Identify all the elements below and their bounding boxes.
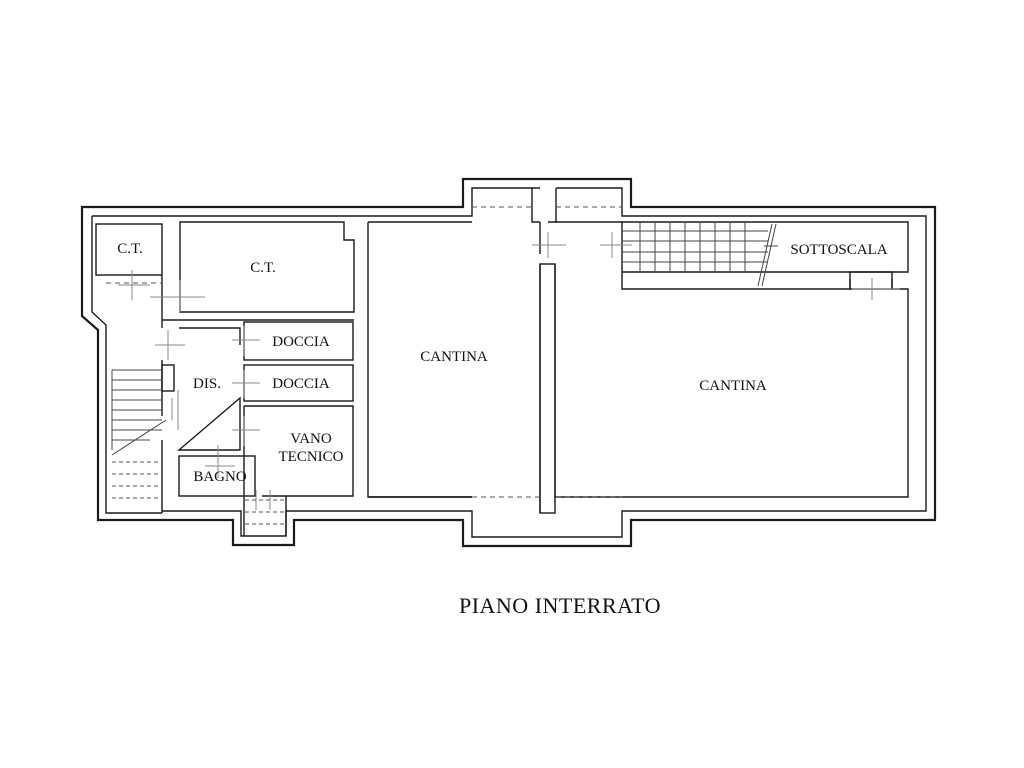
label-dis: DIS.: [193, 376, 221, 392]
label-doccia-2: DOCCIA: [272, 376, 330, 392]
label-cantina-left: CANTINA: [420, 349, 488, 365]
plan-title: PIANO INTERRATO: [459, 593, 661, 618]
label-vano-line2: TECNICO: [279, 449, 344, 465]
door-marks: [118, 232, 900, 510]
stairs-right: [245, 222, 778, 525]
label-cantina-right: CANTINA: [699, 378, 767, 394]
openings: [106, 206, 622, 498]
label-ct-small: C.T.: [117, 241, 143, 257]
label-vano-line1: VANO: [290, 431, 332, 447]
label-sottoscala: SOTTOSCALA: [790, 242, 887, 258]
label-ct-large: C.T.: [250, 260, 276, 276]
label-bagno: BAGNO: [193, 469, 247, 485]
label-doccia-1: DOCCIA: [272, 334, 330, 350]
outer-walls: [80, 177, 937, 548]
stairs-left: [111, 369, 167, 499]
